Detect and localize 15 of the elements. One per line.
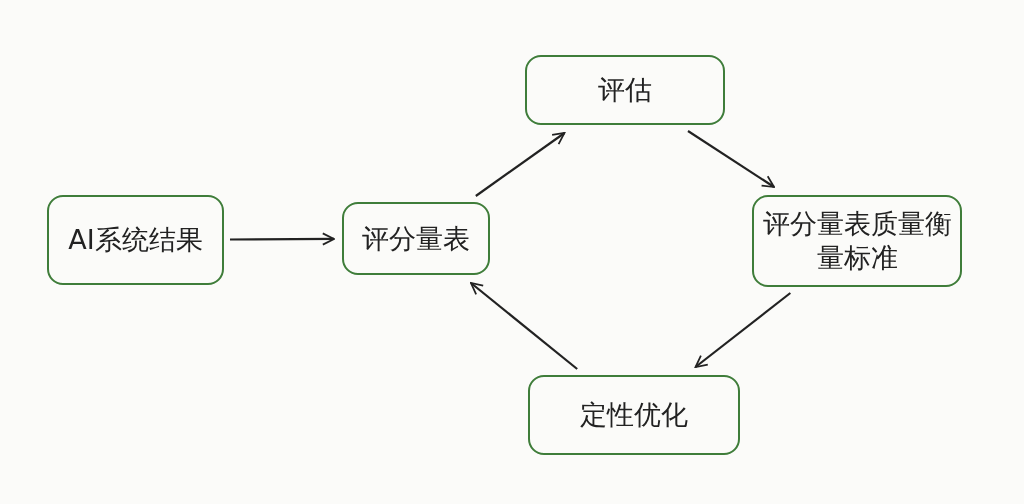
node-label: 定性优化 <box>579 398 689 432</box>
arrow <box>475 132 566 197</box>
arrow <box>470 282 578 370</box>
process-box <box>342 202 490 275</box>
process-box <box>47 195 224 285</box>
process-box <box>525 55 725 125</box>
process-box <box>528 375 740 455</box>
arrow <box>230 232 335 246</box>
node-label: 评分量表 <box>361 221 471 256</box>
arrow <box>687 130 775 188</box>
process-box <box>752 195 962 287</box>
node-label: 评估 <box>597 73 653 107</box>
node-label: 评分量表质量衡量标准 <box>761 207 953 275</box>
node-label: AI系统结果 <box>67 223 204 257</box>
arrow <box>694 292 792 368</box>
